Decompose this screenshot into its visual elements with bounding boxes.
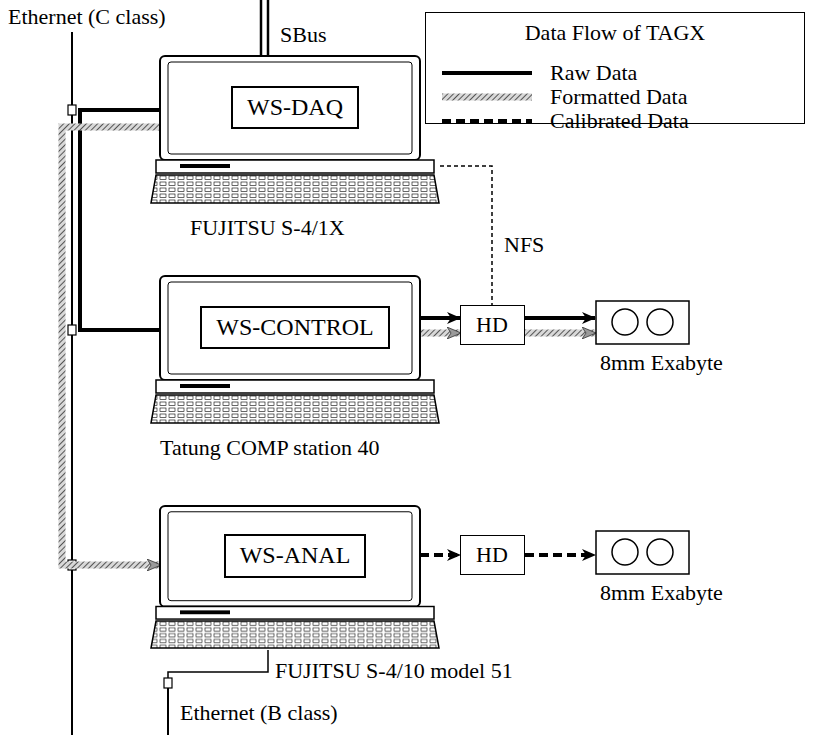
- tape-drive: 8mm Exabyte: [595, 530, 690, 575]
- data-flow-connector: [80, 110, 160, 330]
- legend-line-sample: [440, 108, 535, 132]
- workstation-drawing: [150, 275, 440, 425]
- legend-line-sample: [440, 84, 535, 108]
- ethernet-c-line: [71, 32, 73, 735]
- legend-entry: Raw Data: [440, 60, 790, 84]
- data-flow-connector: [525, 555, 595, 556]
- connector-label: NFS: [502, 232, 546, 257]
- legend-text: Calibrated Data: [550, 108, 689, 133]
- legend-title: Data Flow of TAGX: [525, 20, 706, 45]
- disk-box: HD: [460, 305, 525, 345]
- tape-drive-drawing: [595, 530, 690, 575]
- model-label: FUJITSU S-4/1X: [190, 215, 345, 240]
- legend-entry: Formatted Data: [440, 84, 790, 108]
- disk-label: HD: [476, 312, 508, 337]
- disk-label: HD: [476, 542, 508, 567]
- network-label: Ethernet (B class): [180, 700, 338, 725]
- bus-label: SBus: [280, 22, 326, 47]
- workstation: WS-DAQFUJITSU S-4/1X: [150, 55, 440, 205]
- workstation-drawing: [150, 55, 440, 205]
- data-flow-connector: [440, 166, 492, 305]
- device-label: 8mm Exabyte: [600, 580, 723, 605]
- legend-text: Formatted Data: [550, 84, 687, 109]
- sbus-line: [267, 0, 270, 56]
- legend-entry: Calibrated Data: [440, 108, 790, 132]
- disk-box: HD: [460, 535, 525, 575]
- model-label: FUJITSU S-4/10 model 51: [275, 658, 513, 683]
- ethernet-b-line: [167, 686, 169, 735]
- workstation: WS-ANALFUJITSU S-4/10 model 51: [150, 505, 440, 650]
- tap-connector: [164, 678, 172, 688]
- tap-connector: [68, 325, 76, 335]
- ethernet-b-wire: [168, 650, 268, 680]
- workstation: WS-CONTROLTatung COMP station 40: [150, 275, 440, 425]
- sbus-line: [260, 0, 263, 56]
- tap-connector: [68, 105, 76, 115]
- tape-drive-drawing: [595, 300, 690, 345]
- model-label: Tatung COMP station 40: [160, 435, 379, 460]
- station-name: WS-CONTROL: [200, 306, 389, 350]
- legend-text: Raw Data: [550, 60, 637, 85]
- device-label: 8mm Exabyte: [600, 350, 723, 375]
- data-flow-connector: [62, 127, 160, 565]
- station-name: WS-DAQ: [231, 86, 359, 130]
- data-flow-connector: [420, 555, 460, 556]
- data-flow-connector: [525, 318, 595, 333]
- legend-line-sample: [440, 60, 535, 84]
- tape-drive: 8mm Exabyte: [595, 300, 690, 345]
- data-flow-connector: [420, 318, 460, 333]
- network-label: Ethernet (C class): [8, 4, 166, 29]
- station-name: WS-ANAL: [224, 534, 367, 578]
